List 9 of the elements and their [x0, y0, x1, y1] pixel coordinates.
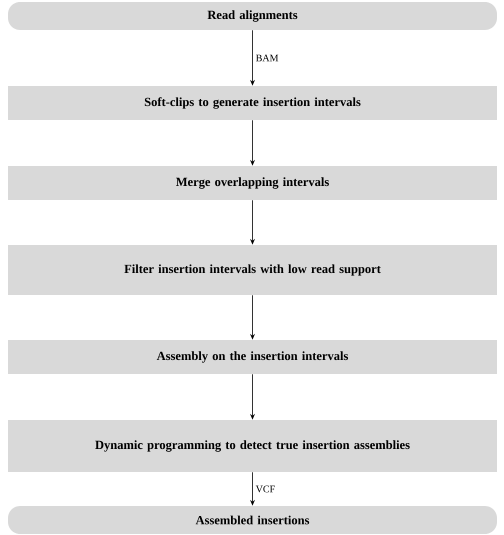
process-box: Dynamic programming to detect true insertion assemblies: [8, 420, 497, 472]
process-box: Merge overlapping intervals: [8, 166, 497, 200]
process-box: Read alignments: [8, 2, 497, 30]
edge-label: BAM: [256, 54, 278, 62]
process-box: Assembled insertions: [8, 506, 497, 534]
edge-label: VCF: [256, 486, 275, 492]
process-box: Filter insertion intervals with low read support: [8, 245, 497, 295]
process-box: Assembly on the insertion intervals: [8, 340, 497, 374]
process-box: Soft-clips to generate insertion intervals: [8, 86, 497, 120]
